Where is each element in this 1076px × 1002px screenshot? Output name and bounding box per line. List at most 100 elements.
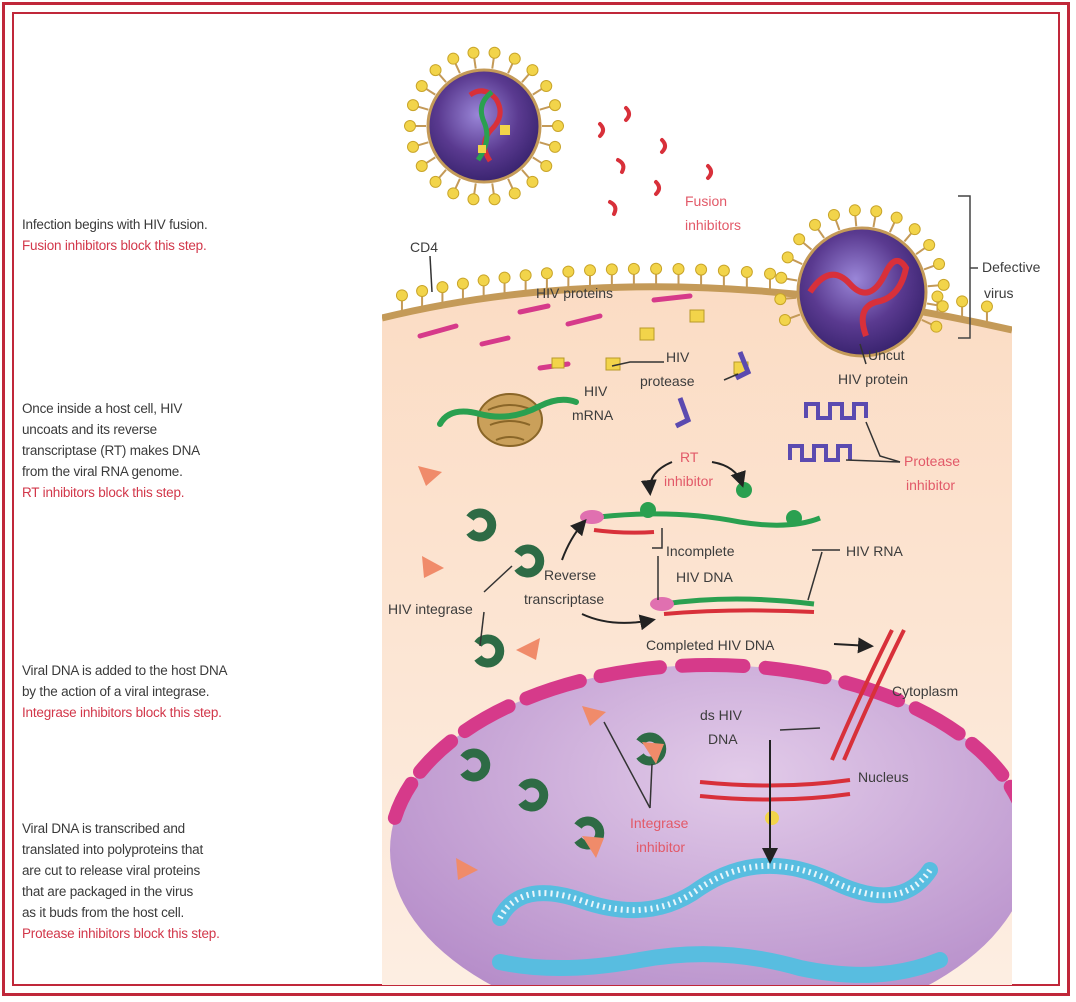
defective-virus xyxy=(774,204,950,358)
svg-text:ds HIV: ds HIV xyxy=(700,707,743,723)
leader-lines xyxy=(429,255,901,809)
spike-head xyxy=(774,293,787,306)
envelope-segment xyxy=(838,675,906,708)
envelope-segment xyxy=(412,734,459,779)
step-inhibitor-text: Integrase inhibitors block this step. xyxy=(22,705,222,720)
receptor-head xyxy=(395,289,408,302)
spike-head xyxy=(936,300,949,313)
receptor-head xyxy=(764,267,777,280)
svg-text:HIV: HIV xyxy=(584,383,608,399)
spike-head xyxy=(848,204,861,217)
receptor-head xyxy=(477,274,490,287)
receptor-head xyxy=(931,290,944,303)
svg-text:virus: virus xyxy=(984,285,1014,301)
step-text: are cut to release viral proteins xyxy=(22,863,200,878)
svg-text:inhibitor: inhibitor xyxy=(664,473,713,489)
rt-complex-lower xyxy=(650,596,815,616)
receptor-head xyxy=(562,265,575,278)
step-text: that are packaged in the virus xyxy=(22,884,194,899)
step-inhibitor-text: RT inhibitors block this step. xyxy=(22,485,185,500)
spike-head xyxy=(908,223,921,236)
envelope-segment xyxy=(908,701,966,741)
completed-hiv-dna-strand xyxy=(830,629,906,761)
receptor-head xyxy=(650,262,663,275)
step-text: Viral DNA is added to the host DNA xyxy=(22,663,228,678)
integration-site xyxy=(765,811,779,825)
spike-head xyxy=(508,187,521,200)
envelope-segment xyxy=(457,699,516,739)
step-inhibitor-text: Fusion inhibitors block this step. xyxy=(22,238,207,253)
svg-text:inhibitors: inhibitors xyxy=(685,217,741,233)
spike-head xyxy=(540,79,553,92)
spike-head xyxy=(406,140,419,153)
spike-head xyxy=(415,79,428,92)
rt-inhibitor-label: RT inhibitor xyxy=(664,449,713,489)
receptor-head xyxy=(498,271,511,284)
receptor-head xyxy=(956,295,969,308)
envelope-segment xyxy=(387,776,419,825)
step-text: translated into polyproteins that xyxy=(22,842,204,857)
svg-text:Reverse: Reverse xyxy=(544,567,596,583)
spike-head xyxy=(467,46,480,59)
envelope-segment xyxy=(965,736,1010,782)
spike-head xyxy=(930,320,943,333)
spike-head xyxy=(890,211,903,224)
spike-head xyxy=(549,140,562,153)
ribosome xyxy=(477,393,543,447)
spike-head xyxy=(429,64,442,77)
spike-head xyxy=(406,99,419,112)
svg-text:Fusion: Fusion xyxy=(685,193,727,209)
receptor-head xyxy=(540,267,553,280)
receptor-head xyxy=(436,281,449,294)
step-reverse-transcription: Once inside a host cell, HIV uncoats and… xyxy=(22,398,352,503)
spike-head xyxy=(508,52,521,65)
spike-head xyxy=(923,238,936,251)
spike-head xyxy=(488,193,501,206)
protease-inhibitor-label: Protease inhibitor xyxy=(904,453,960,493)
svg-text:RT: RT xyxy=(680,449,699,465)
spike-head xyxy=(549,99,562,112)
spike-head xyxy=(808,218,821,231)
spike-head xyxy=(827,208,840,221)
svg-text:transcriptase: transcriptase xyxy=(524,591,604,607)
step-integration: Viral DNA is added to the host DNA by th… xyxy=(22,660,352,723)
receptor-head xyxy=(584,264,597,277)
cytoplasm-label: Cytoplasm xyxy=(892,683,958,699)
spike-head xyxy=(552,120,564,132)
step-text: by the action of a viral integrase. xyxy=(22,684,210,699)
spike-head xyxy=(937,278,950,291)
svg-text:HIV: HIV xyxy=(666,349,690,365)
receptor-head xyxy=(605,263,618,276)
spike-head xyxy=(526,64,539,77)
step-text: uncoats and its reverse xyxy=(22,422,157,437)
step-text: from the viral RNA genome. xyxy=(22,464,183,479)
step-text: as it buds from the host cell. xyxy=(22,905,185,920)
spike-head xyxy=(526,175,539,188)
hiv-virion xyxy=(404,46,564,206)
svg-text:Protease: Protease xyxy=(904,453,960,469)
spike-head xyxy=(540,160,553,173)
spike-head xyxy=(793,233,806,246)
envelope-segment xyxy=(758,660,832,685)
step-text: Viral DNA is transcribed and xyxy=(22,821,185,836)
hiv-mrna-label: HIV mRNA xyxy=(572,383,614,423)
hiv-integrase-molecules xyxy=(460,508,667,850)
receptor-head xyxy=(456,277,469,290)
receptor-head xyxy=(740,265,753,278)
step-text: Infection begins with HIV fusion. xyxy=(22,217,208,232)
fusion-inhibitors-label: Fusion inhibitors xyxy=(685,193,741,233)
completed-hiv-dna-label: Completed HIV DNA xyxy=(646,637,775,653)
svg-text:HIV DNA: HIV DNA xyxy=(676,569,733,585)
spike-head xyxy=(781,251,794,264)
defective-virus-bracket xyxy=(958,195,978,339)
hiv-proteins-label: HIV proteins xyxy=(536,285,613,301)
nucleus xyxy=(390,665,1012,985)
receptor-head xyxy=(695,263,708,276)
receptor-head xyxy=(717,264,730,277)
step-fusion: Infection begins with HIV fusion. Fusion… xyxy=(22,214,352,256)
nucleus-label: Nucleus xyxy=(858,769,909,785)
step-inhibitor-text: Protease inhibitors block this step. xyxy=(22,926,220,941)
spike-head xyxy=(775,271,788,284)
